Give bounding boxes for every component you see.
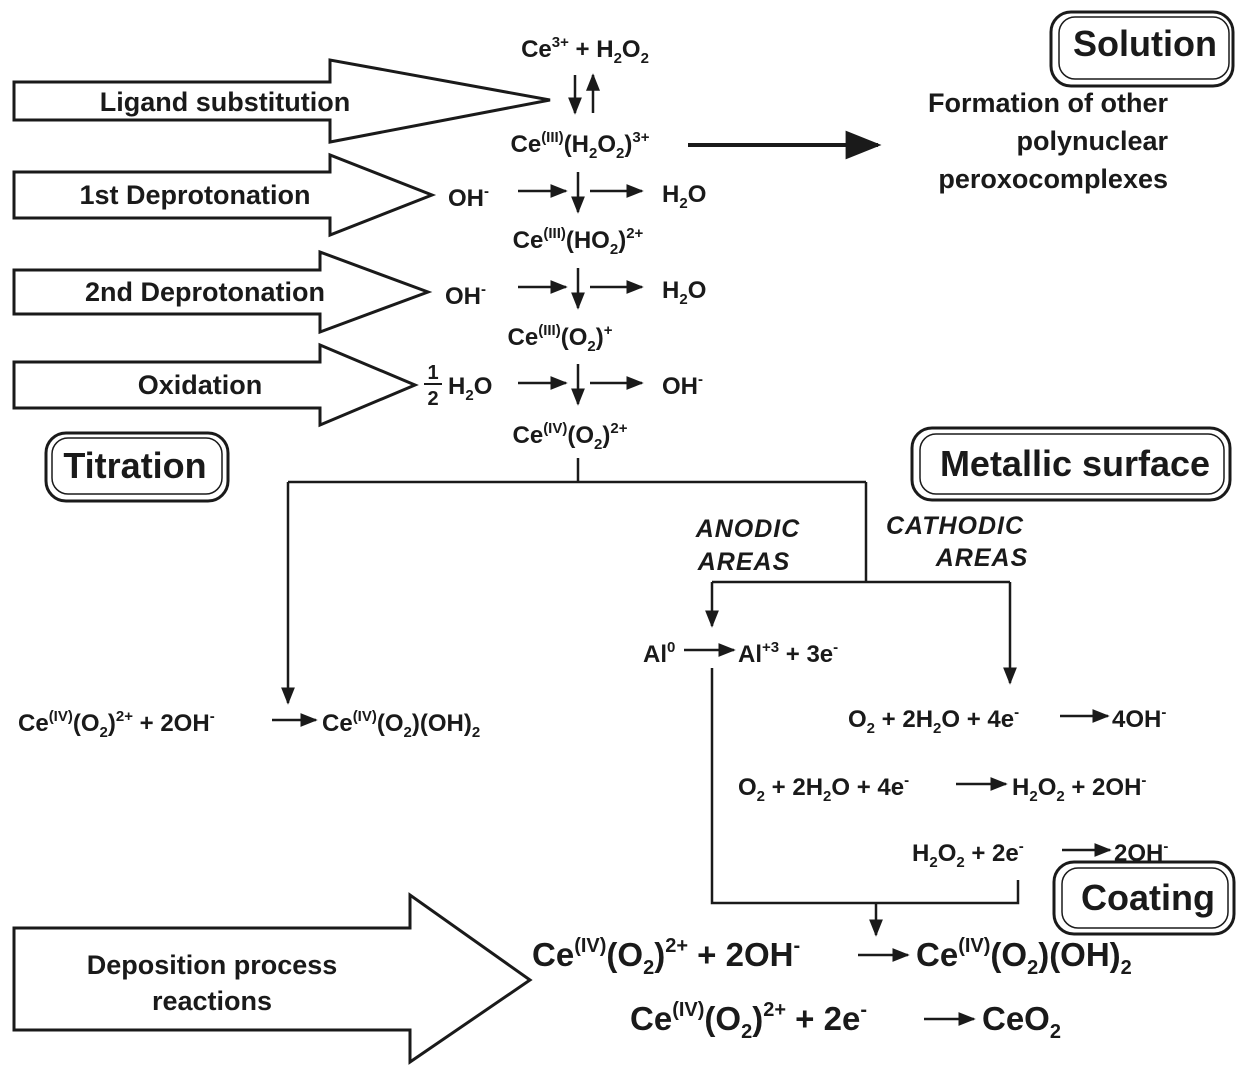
- species-complex2: Ce(III)(HO2)2+: [513, 225, 644, 258]
- stage-arrow-deposition: Deposition process reactions: [12, 892, 533, 1065]
- svg-text:Al0: Al0: [643, 639, 675, 668]
- equilibrium-arrows: [568, 73, 600, 115]
- box-solution: Solution: [1049, 10, 1235, 88]
- stage-label-deposition-line2: reactions: [152, 986, 272, 1016]
- solution-note-line1: Formation of other: [928, 88, 1168, 118]
- svg-text:4OH-: 4OH-: [1112, 704, 1166, 733]
- svg-text:2: 2: [427, 388, 438, 410]
- cathodic-label-line1: CATHODIC: [886, 512, 1024, 540]
- stage-label-second-deprotonation: 2nd Deprotonation: [85, 277, 325, 307]
- reaction-deposition2: Ce(IV)(O2)2+ + 2e- CeO2: [630, 999, 1061, 1043]
- reaction-anodic: Al0 Al+3 + 3e-: [643, 639, 838, 668]
- reaction-deposition1: Ce(IV)(O2)2+ + 2OH- Ce(IV)(O2)(OH)2: [532, 935, 1132, 979]
- stage-arrow-ligand-substitution: Ligand substitution: [12, 58, 551, 144]
- svg-text:CeO2: CeO2: [982, 1000, 1061, 1043]
- cathodic-label-line2: AREAS: [935, 544, 1029, 572]
- reaction-titration: Ce(IV)(O2)2+ + 2OH- Ce(IV)(O2)(OH)2: [18, 708, 480, 741]
- anodic-label-line2: AREAS: [697, 548, 791, 576]
- species-half-water-in: 1 2 H2O: [424, 362, 492, 410]
- species-hydroxide-in2: OH-: [445, 281, 486, 310]
- box-title-titration: Titration: [63, 445, 206, 486]
- svg-text:Ce(IV)(O2)2+ + 2e-: Ce(IV)(O2)2+ + 2e-: [630, 999, 867, 1043]
- stage-arrow-second-deprotonation: 2nd Deprotonation: [12, 249, 433, 335]
- stage-label-ligand-substitution: Ligand substitution: [100, 87, 350, 117]
- box-title-solution: Solution: [1073, 23, 1217, 64]
- species-water-out1: H2O: [662, 181, 706, 212]
- svg-text:O2 + 2H2O + 4e-: O2 + 2H2O + 4e-: [738, 772, 909, 805]
- branch-connectors: [281, 458, 1020, 937]
- svg-text:Ce(IV)(O2)2+ + 2OH-: Ce(IV)(O2)2+ + 2OH-: [18, 708, 215, 741]
- stage-label-first-deprotonation: 1st Deprotonation: [79, 180, 310, 210]
- species-complex3: Ce(III)(O2)+: [508, 322, 613, 355]
- svg-text:Ce(IV)(O2)2+ + 2OH-: Ce(IV)(O2)2+ + 2OH-: [532, 935, 800, 979]
- svg-text:H2O2 + 2e-: H2O2 + 2e-: [912, 838, 1024, 871]
- reaction-cathodic1: O2 + 2H2O + 4e- 4OH-: [848, 704, 1166, 737]
- solution-note-line2: polynuclear: [1016, 126, 1168, 156]
- solution-note-line3: peroxocomplexes: [938, 164, 1168, 194]
- species-reactants: Ce3+ + H2O2: [521, 34, 649, 67]
- stage-label-oxidation: Oxidation: [138, 370, 263, 400]
- stage-label-deposition-line1: Deposition process: [87, 950, 338, 980]
- svg-text:H2O2 + 2OH-: H2O2 + 2OH-: [1012, 772, 1146, 805]
- species-hydroxide-out: OH-: [662, 371, 703, 400]
- svg-text:Al+3 + 3e-: Al+3 + 3e-: [738, 639, 838, 668]
- box-title-metallic-surface: Metallic surface: [940, 443, 1210, 484]
- species-hydroxide-in1: OH-: [448, 183, 489, 212]
- svg-text:2OH-: 2OH-: [1114, 838, 1168, 867]
- stage-arrow-first-deprotonation: 1st Deprotonation: [12, 152, 437, 238]
- box-coating: Coating: [1052, 860, 1236, 936]
- box-metallic-surface: Metallic surface: [910, 426, 1232, 502]
- species-water-out2: H2O: [662, 277, 706, 308]
- solution-note: Formation of other polynuclear peroxocom…: [928, 88, 1168, 194]
- svg-text:O2 + 2H2O + 4e-: O2 + 2H2O + 4e-: [848, 704, 1019, 737]
- anodic-label-line1: ANODIC: [695, 515, 801, 543]
- svg-text:Ce(IV)(O2)(OH)2: Ce(IV)(O2)(OH)2: [322, 708, 480, 741]
- svg-text:Ce(IV)(O2)(OH)2: Ce(IV)(O2)(OH)2: [916, 935, 1132, 979]
- reaction-cathodic3: H2O2 + 2e- 2OH-: [912, 838, 1168, 871]
- svg-text:1: 1: [427, 362, 438, 384]
- box-title-coating: Coating: [1081, 877, 1215, 918]
- reaction-cathodic2: O2 + 2H2O + 4e- H2O2 + 2OH-: [738, 772, 1146, 805]
- species-complex4: Ce(IV)(O2)2+: [513, 420, 628, 453]
- svg-text:H2O: H2O: [448, 373, 492, 404]
- stage-arrow-oxidation: Oxidation: [12, 342, 419, 428]
- box-titration: Titration: [44, 431, 230, 503]
- species-complex1: Ce(III)(H2O2)3+: [511, 129, 650, 162]
